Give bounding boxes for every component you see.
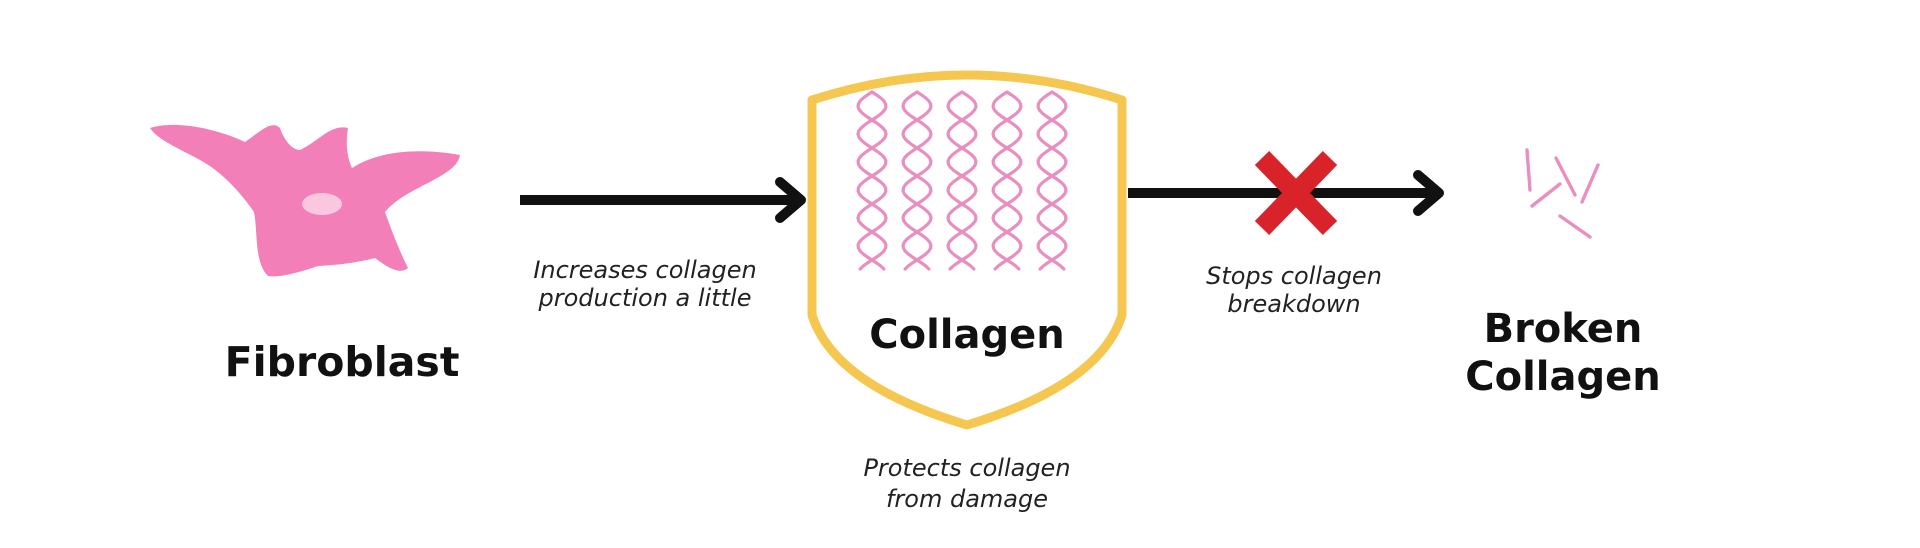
shield-outline [807, 70, 1127, 430]
arrow-stop [1128, 170, 1444, 216]
arrow-increase [520, 177, 806, 223]
protect-label-line2: from damage [886, 485, 1048, 513]
broken-collagen-label-line2: Collagen [1465, 354, 1661, 400]
collagen-fiber-strand [991, 90, 1023, 271]
collagen-fibers [856, 90, 1068, 271]
collagen-fiber-strand [856, 90, 888, 271]
stop-label-line1: Stops collagen [1206, 262, 1382, 290]
protect-label-line1: Protects collagen [863, 454, 1070, 482]
collagen-label: Collagen [869, 312, 1065, 358]
broken-collagen-fragments [1525, 148, 1600, 239]
broken-collagen-label-line1: Broken [1484, 306, 1643, 352]
increase-label-line1: Increases collagen [533, 256, 756, 284]
stop-label-line2: breakdown [1227, 290, 1360, 318]
fibroblast-cell [150, 124, 460, 277]
collagen-fiber-strand [1036, 90, 1068, 271]
collagen-fiber-strand [856, 90, 888, 271]
collagen-fiber-strand [946, 90, 978, 271]
collagen-fiber-strand [901, 90, 933, 271]
collagen-shield [807, 70, 1127, 430]
collagen-fiber-strand [946, 90, 978, 271]
collagen-fiber-strand [991, 90, 1023, 271]
fibroblast-nucleus [302, 193, 342, 215]
x-mark-icon [1254, 151, 1338, 235]
increase-label-line2: production a little [538, 284, 752, 312]
fibroblast-label: Fibroblast [225, 338, 460, 386]
collagen-fiber-strand [901, 90, 933, 271]
collagen-fiber-strand [1036, 90, 1068, 271]
